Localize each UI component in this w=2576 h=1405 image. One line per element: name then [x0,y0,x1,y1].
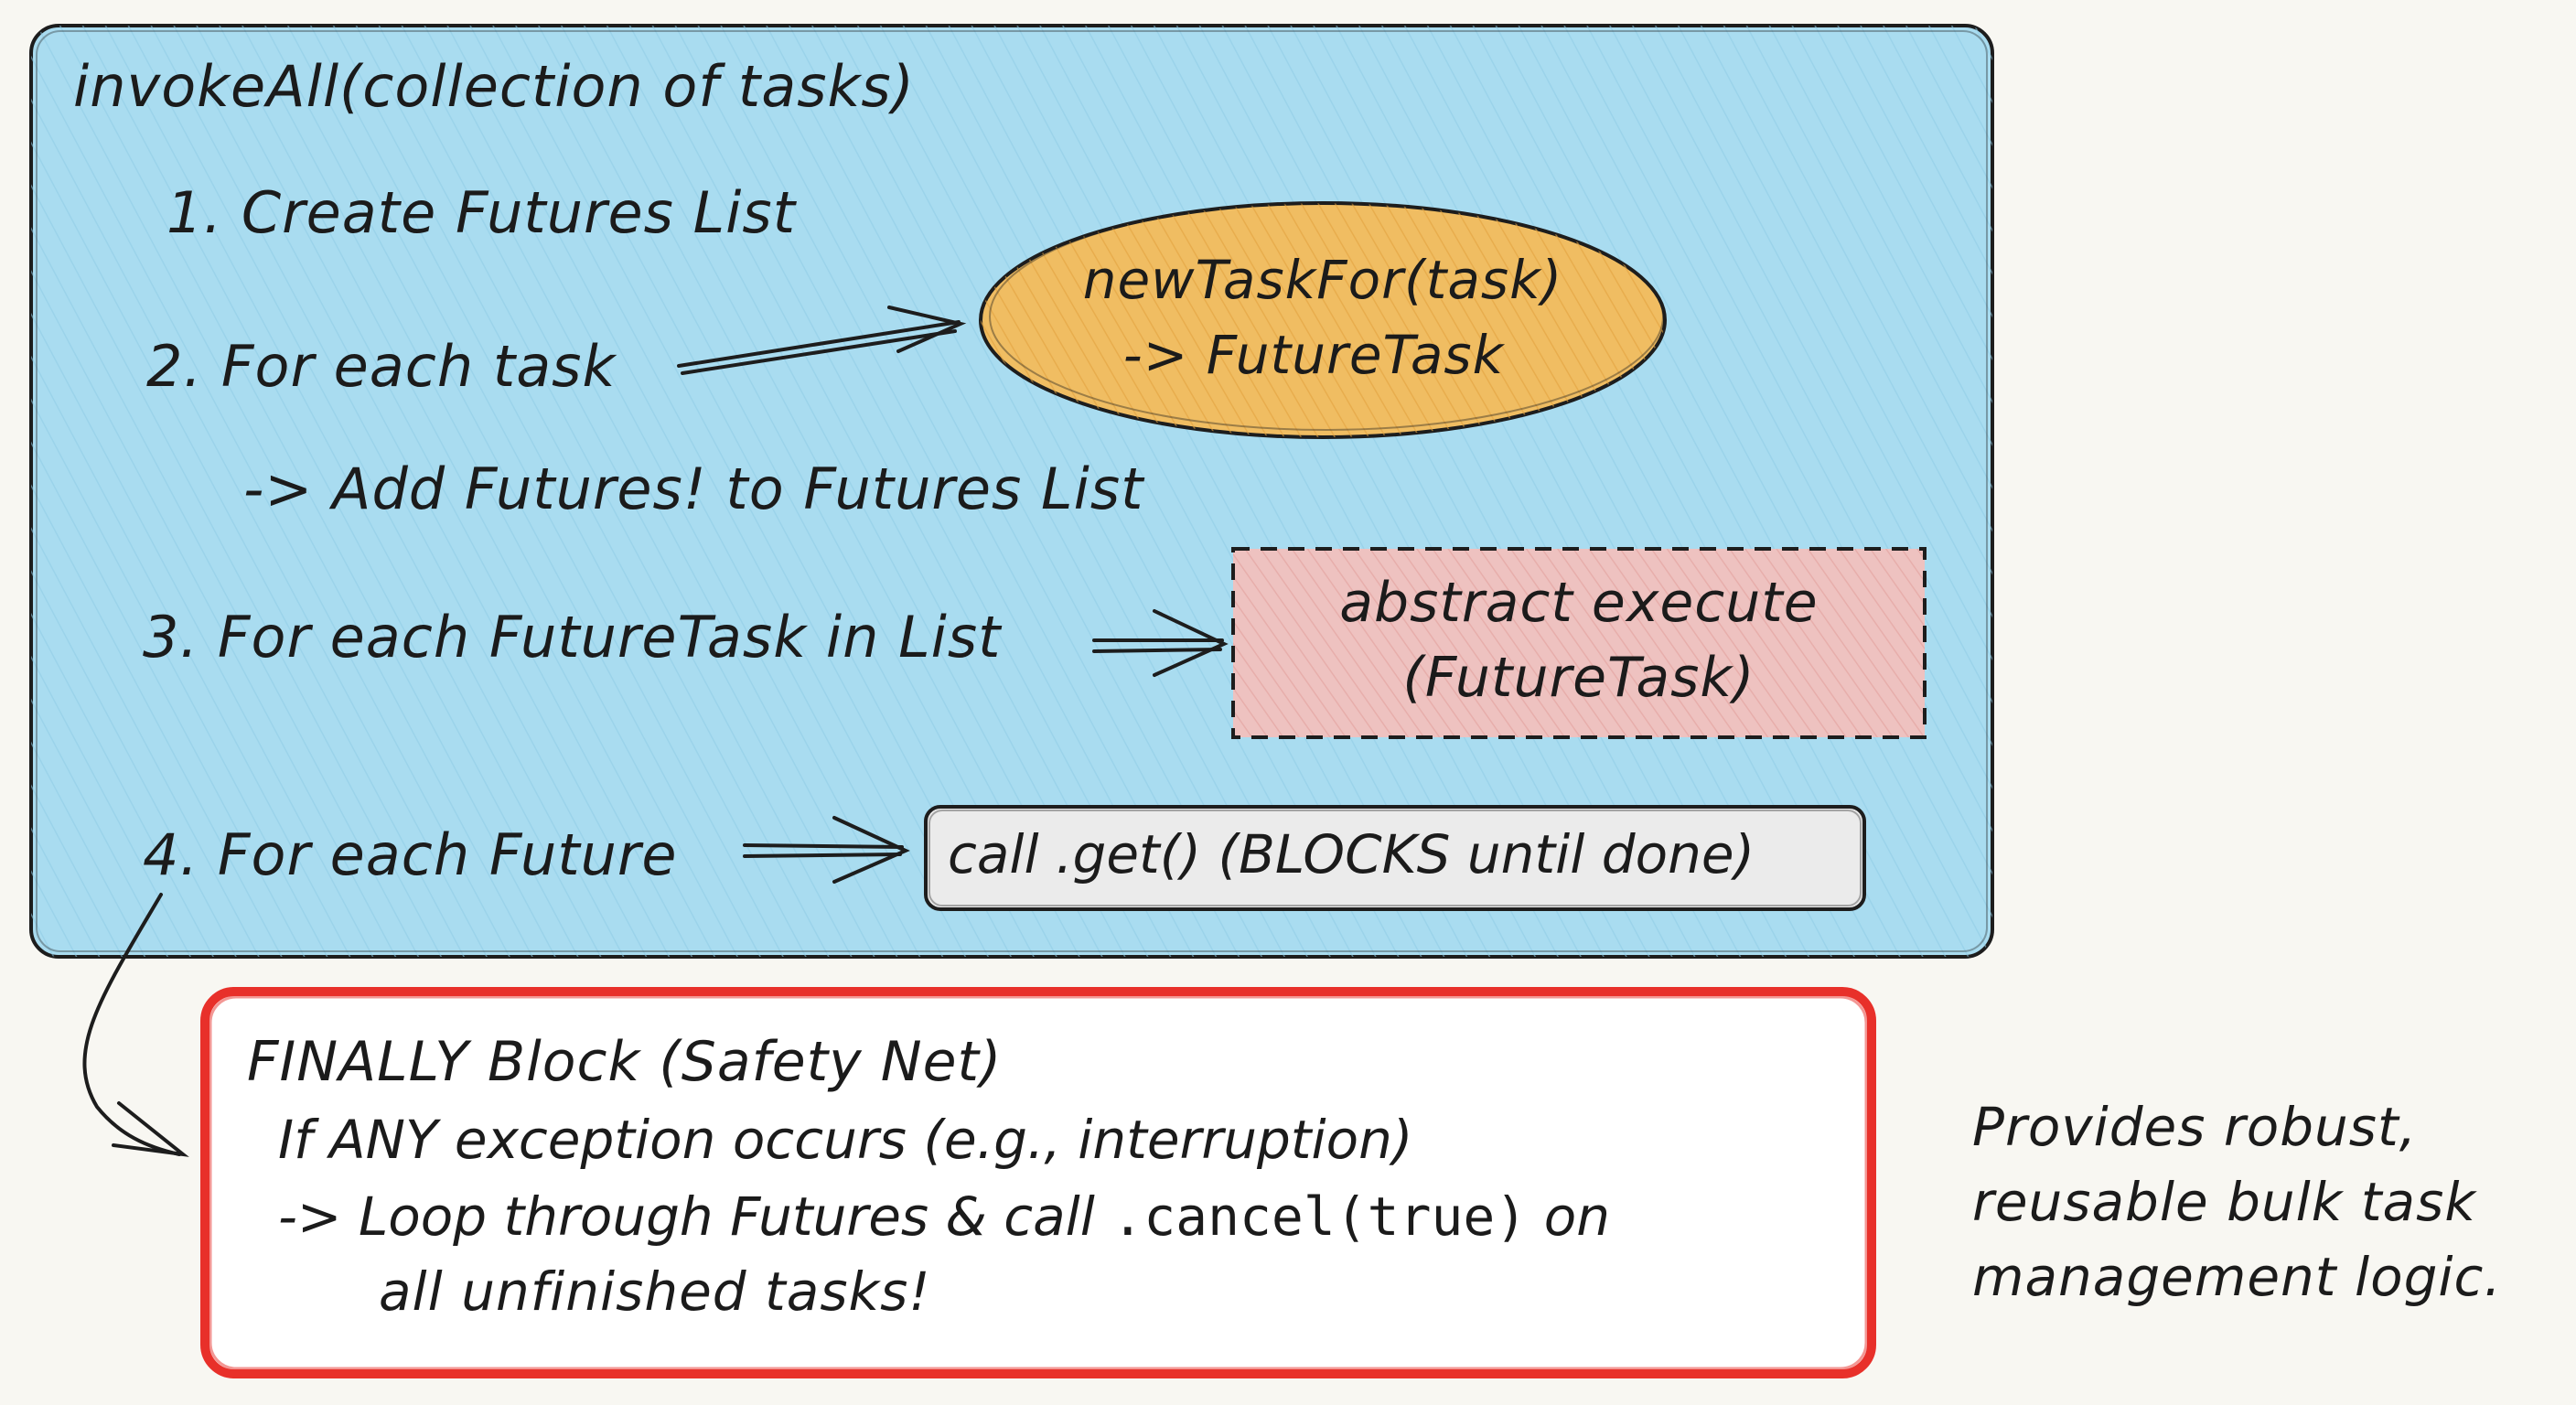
finally-title: FINALLY Block (Safety Net) [247,1030,1003,1094]
arrow-step3-to-execute [1092,609,1229,677]
note-line-2: reusable bulk task [1972,1171,2476,1233]
arrow-step2-to-ellipse [677,306,967,375]
get-box [924,805,1866,911]
finally-line-3: all unfinished tasks! [379,1260,931,1323]
step-1-text: 1. Create Futures List [166,179,797,246]
finally-line-2-prefix: -> Loop through Futures & call [278,1185,1095,1248]
main-box-title: invokeAll(collection of tasks) [73,53,915,120]
finally-line-1: If ANY exception occurs (e.g., interrupt… [278,1109,1413,1171]
step-2-subtext: -> Add Futures! to Futures List [243,456,1144,522]
ellipse-line-2: -> FutureTask [1122,324,1505,386]
step-3-text: 3. For each FutureTask in List [143,604,1002,670]
execute-line-2: (FutureTask) [1402,646,1755,710]
ellipse-line-1: newTaskFor(task) [1082,249,1563,311]
new-task-for-ellipse [979,201,1667,439]
note-line-1: Provides robust, [1972,1096,2418,1158]
step-4-text: 4. For each Future [143,821,678,888]
arrow-step4-to-finally [82,893,189,1157]
abstract-execute-box [1231,547,1927,739]
execute-line-1: abstract execute [1339,571,1819,635]
arrow-step4-to-get [743,816,910,884]
finally-line-2-suffix: on [1543,1185,1610,1248]
step-2-text: 2. For each task [146,333,617,400]
cancel-code: .cancel(true) [1111,1185,1528,1248]
finally-box [200,987,1876,1378]
note-line-3: management logic. [1972,1246,2502,1308]
finally-line-2: -> Loop through Futures & call .cancel(t… [278,1185,1610,1248]
get-box-label: call .get() (BLOCKS until done) [948,823,1755,885]
